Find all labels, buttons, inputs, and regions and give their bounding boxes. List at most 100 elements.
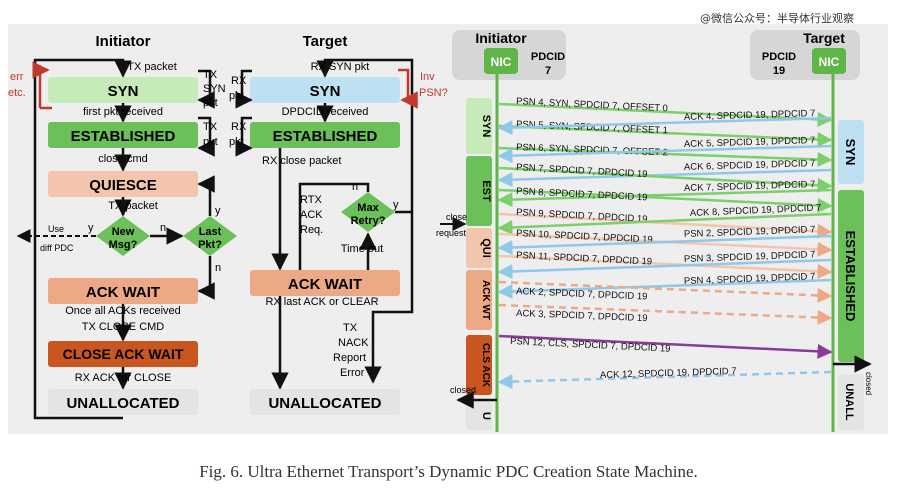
init-quiesce-state <box>48 171 198 197</box>
sequence-diagram: Initiator NIC PDCID 7 Target NIC PDCID 1… <box>436 30 873 432</box>
label-tx-packet-top: TX packet <box>127 61 177 73</box>
svg-text:UNALL: UNALL <box>843 383 855 421</box>
message-label: ACK 7, SPDCID 19, DPDCID 7 <box>684 179 816 194</box>
message-arrow <box>498 212 833 239</box>
seq-left-cls-ack <box>466 335 492 395</box>
svg-text:n: n <box>352 181 358 193</box>
message-arrow <box>497 278 832 300</box>
svg-text:SYN: SYN <box>480 115 492 138</box>
message-label: ACK 5, SPDCID 19, DPDCID 7 <box>684 135 816 150</box>
message-arrow <box>498 102 833 127</box>
init-syn-state <box>48 77 198 103</box>
init-unallocated-label: UNALLOCATED <box>66 395 179 412</box>
initiator-fsm: Initiator SYN ESTABLISHED QUIESCE ACK WA… <box>8 33 237 420</box>
svg-text:PDCID: PDCID <box>531 51 565 63</box>
target-nic <box>812 48 846 74</box>
label-first-pkt: first pkt received <box>83 106 163 118</box>
init-ack-wait-state <box>48 278 198 304</box>
svg-text:pkt: pkt <box>203 136 218 148</box>
svg-text:y: y <box>393 199 399 211</box>
message-label: PSN 8, SPDCID 7, DPDCID 19 <box>516 186 648 203</box>
target-syn-label: SYN <box>310 83 341 100</box>
label-rx-ack-close: RX ACK for CLOSE <box>75 372 172 384</box>
message-arrow <box>497 144 832 164</box>
target-unallocated-state <box>250 389 400 415</box>
svg-text:TX: TX <box>343 322 358 334</box>
message-label: PSN 4, SPDCID 19, DPDCID 7 <box>684 271 816 287</box>
message-label: ACK 4, SPDCID 19, DPDCID 7 <box>684 108 816 123</box>
seq-left-u <box>466 402 492 430</box>
message-label: ACK 12, SPDCID 19, DPDCID 7 <box>600 366 737 381</box>
svg-text:ACK WT: ACK WT <box>480 280 491 320</box>
message-label: PSN 11, SPDCID 7, DPDCID 19 <box>516 250 652 268</box>
init-established-state <box>48 122 198 148</box>
svg-text:QUI: QUI <box>480 238 492 258</box>
svg-text:y: y <box>88 222 94 234</box>
message-label: PSN 2, SPDCID 19, DPDCID 7 <box>684 224 816 240</box>
seq-left-qui <box>466 228 492 268</box>
seq-right-unall <box>838 374 864 430</box>
init-close-ack-wait-label: CLOSE ACK WAIT <box>63 346 184 362</box>
target-fsm-title: Target <box>303 33 348 50</box>
svg-text:Last: Last <box>199 226 222 238</box>
init-unallocated-state <box>48 389 198 415</box>
message-arrow <box>497 168 832 188</box>
message-arrow <box>497 234 832 256</box>
seq-initiator-label: Initiator <box>475 30 527 46</box>
init-quiesce-label: QUIESCE <box>89 177 157 194</box>
target-fsm: Target SYN ESTABLISHED ACK WAIT UNALLOCA… <box>229 33 448 415</box>
svg-text:Use: Use <box>48 224 64 234</box>
svg-text:closed: closed <box>864 372 873 395</box>
svg-text:Max: Max <box>357 202 379 214</box>
message-arrow <box>498 280 833 303</box>
svg-text:Req.: Req. <box>300 224 323 236</box>
target-syn-state <box>250 77 400 103</box>
svg-text:n: n <box>215 262 221 274</box>
message-arrow <box>497 212 832 235</box>
seq-right-established <box>838 190 864 362</box>
label-tx-packet-mid: TX packet <box>108 200 158 212</box>
svg-text:RTX: RTX <box>300 194 322 206</box>
svg-text:close: close <box>446 212 467 222</box>
svg-text:NIC: NIC <box>819 55 840 69</box>
figure-caption: Fig. 6. Ultra Ethernet Transport’s Dynam… <box>199 462 698 481</box>
svg-text:ACK: ACK <box>300 209 323 221</box>
watermark: @微信公众号：半导体行业观察 <box>700 12 854 25</box>
target-established-state <box>250 122 400 148</box>
svg-text:NACK: NACK <box>338 337 369 349</box>
svg-text:closed: closed <box>450 385 476 395</box>
svg-text:pkt: pkt <box>203 97 218 109</box>
svg-text:TX: TX <box>203 69 218 81</box>
label-rx-close-packet: RX close packet <box>262 155 341 167</box>
message-arrow <box>498 146 833 168</box>
initiator-fsm-title: Initiator <box>96 33 151 50</box>
label-once-all: Once all ACKs received <box>65 305 181 317</box>
message-arrow <box>497 258 832 280</box>
new-msg-decision <box>96 216 150 256</box>
svg-text:y: y <box>215 205 221 217</box>
svg-text:19: 19 <box>773 65 785 77</box>
svg-text:7: 7 <box>545 65 551 77</box>
svg-text:TX: TX <box>203 121 218 133</box>
message-arrow <box>498 303 833 325</box>
target-established-label: ESTABLISHED <box>273 128 378 145</box>
init-established-label: ESTABLISHED <box>71 128 176 145</box>
svg-text:RX: RX <box>231 75 247 87</box>
label-dpdcid-received: DPDCID received <box>282 106 369 118</box>
svg-text:U: U <box>480 412 492 420</box>
label-etc: etc. <box>8 87 26 99</box>
svg-text:Time out: Time out <box>341 243 383 255</box>
init-close-ack-wait-state <box>48 341 198 367</box>
svg-text:Retry?: Retry? <box>351 215 386 227</box>
svg-text:request: request <box>436 228 467 238</box>
init-syn-label: SYN <box>108 83 139 100</box>
initiator-nic <box>484 48 518 74</box>
svg-text:CLS ACK: CLS ACK <box>480 343 491 388</box>
message-arrow <box>498 334 833 359</box>
label-rx-last-ack: RX last ACK or CLEAR <box>265 296 378 308</box>
label-psn: PSN? <box>419 87 448 99</box>
svg-text:PDCID: PDCID <box>762 51 796 63</box>
label-tx-close-cmd: TX CLOSE CMD <box>82 321 165 333</box>
target-ack-wait-label: ACK WAIT <box>288 276 362 293</box>
